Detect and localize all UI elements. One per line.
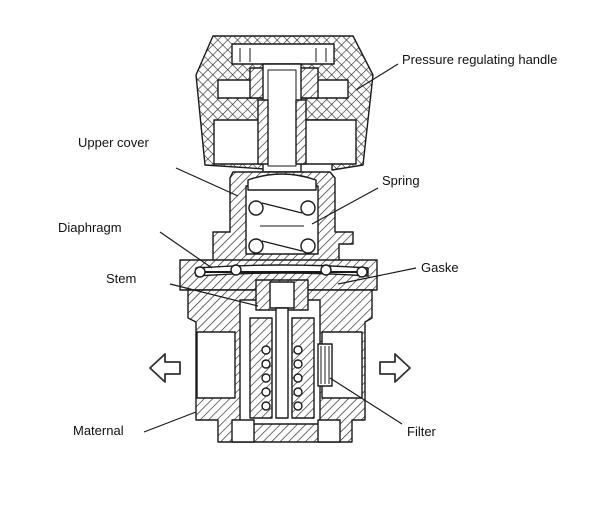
valve-stem bbox=[249, 279, 315, 419]
leader-gasket bbox=[337, 267, 417, 285]
leader-filter bbox=[329, 377, 403, 425]
upper-cover bbox=[212, 171, 354, 263]
label-filter: Filter bbox=[407, 424, 436, 439]
leader-stem bbox=[169, 283, 259, 307]
flow-inlet-arrow-right-icon bbox=[379, 353, 411, 383]
poppet-spring bbox=[261, 345, 303, 411]
label-stem: Stem bbox=[106, 271, 137, 286]
leader-lines bbox=[143, 63, 417, 433]
label-handle: Pressure regulating handle bbox=[402, 52, 558, 67]
leader-spring bbox=[311, 187, 379, 225]
handle-knob bbox=[195, 35, 374, 171]
adjusting-screw bbox=[257, 63, 307, 173]
leader-material bbox=[143, 411, 197, 433]
flow-outlet-arrow-left-icon bbox=[149, 353, 181, 383]
label-diaphragm: Diaphragm bbox=[58, 220, 122, 235]
leader-handle bbox=[355, 63, 399, 91]
leader-diaphragm bbox=[159, 231, 213, 269]
label-upper-cover: Upper cover bbox=[78, 135, 149, 150]
label-material: Maternal bbox=[73, 423, 124, 438]
leader-upper-cover bbox=[175, 167, 239, 197]
label-spring: Spring bbox=[382, 173, 420, 188]
filter-mesh bbox=[317, 343, 333, 387]
label-gasket: Gaske bbox=[421, 260, 459, 275]
spring bbox=[248, 200, 316, 254]
